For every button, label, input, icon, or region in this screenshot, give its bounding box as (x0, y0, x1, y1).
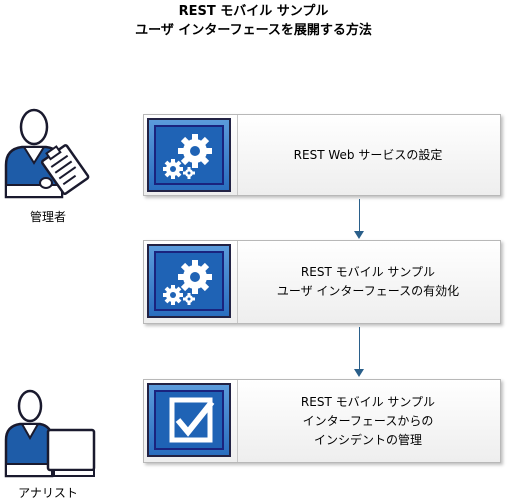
administrator-with-clipboard-icon (4, 108, 90, 199)
step-text-line: REST モバイル サンプル (300, 265, 436, 279)
step-text-line: REST モバイル サンプル (300, 394, 436, 409)
arrow-down-icon (354, 369, 364, 377)
checkbox-icon (169, 397, 215, 443)
step-text-line: ユーザ インターフェースの有効化 (276, 284, 460, 298)
step-text-line: インシデントの管理 (313, 432, 422, 447)
step-text-line: REST Web サービスの設定 (293, 147, 443, 162)
step-manage-incidents: REST モバイル サンプル インターフェースからの インシデントの管理 (143, 379, 501, 463)
administrator-label: 管理者 (29, 210, 66, 224)
analyst-label: アナリスト (18, 486, 78, 500)
step-text: REST モバイル サンプル インターフェースからの インシデントの管理 (240, 380, 496, 462)
step-icon-frame (147, 244, 231, 318)
step-text: REST モバイル サンプル ユーザ インターフェースの有効化 (240, 241, 496, 323)
step-enable-mobile-sample-ui: REST モバイル サンプル ユーザ インターフェースの有効化 (143, 240, 501, 324)
step-text-line: インターフェースからの (302, 413, 434, 428)
step-icon-frame (147, 118, 231, 192)
step-configure-rest-web-service: REST Web サービスの設定 (143, 114, 501, 196)
gears-icon (163, 134, 212, 179)
title-line-2: ユーザ インターフェースを展開する方法 (135, 23, 372, 38)
arrow-connector (359, 199, 360, 231)
title-line-1: REST モバイル サンプル (178, 4, 329, 19)
arrow-down-icon (354, 231, 364, 239)
arrow-connector (359, 327, 360, 369)
analyst-with-monitor-icon (4, 389, 96, 478)
gears-icon (163, 260, 212, 305)
step-text: REST Web サービスの設定 (240, 115, 496, 195)
step-icon-frame (147, 383, 231, 457)
